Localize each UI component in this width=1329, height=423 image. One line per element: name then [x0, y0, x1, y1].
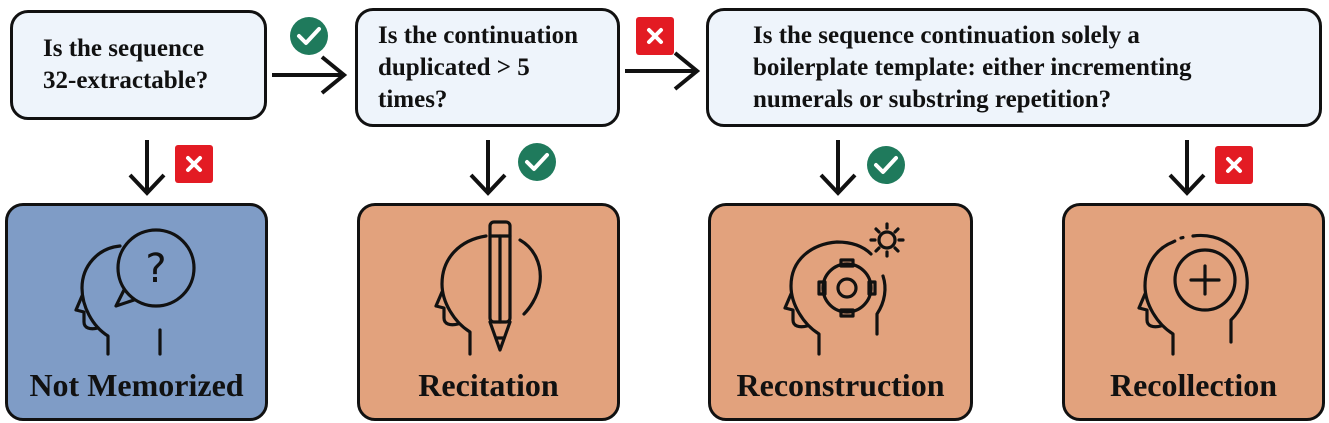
pencil-head-icon	[434, 220, 542, 356]
question-box-3: Is the sequence continuation solely a bo…	[706, 8, 1322, 127]
arrow-q1-down	[128, 140, 166, 196]
arrow-q3-down-left	[819, 140, 857, 196]
question-3-line-2: boilerplate template: either incrementin…	[753, 53, 1192, 81]
arrow-q1-to-q2	[272, 55, 348, 95]
question-head-icon: ?	[74, 228, 196, 356]
plus-head-icon	[1137, 233, 1249, 356]
arrow-q3-down-right	[1168, 140, 1206, 196]
category-not-memorized: ? Not Memorized	[5, 203, 268, 421]
question-3-line-1: Is the sequence continuation solely a	[753, 21, 1140, 49]
question-box-1: Is the sequence 32-extractable?	[10, 10, 267, 120]
question-2-line-3: times?	[378, 85, 448, 113]
arrow-q2-down	[469, 140, 507, 196]
category-label-not-memorized: Not Memorized	[29, 367, 244, 403]
category-recitation: Recitation	[357, 203, 620, 421]
arrow-q2-to-q3	[625, 51, 701, 91]
check-icon	[867, 146, 905, 184]
category-label-recitation: Recitation	[418, 367, 559, 403]
category-reconstruction: Reconstruction	[708, 203, 973, 421]
question-2-line-2: duplicated > 5	[378, 53, 530, 81]
svg-text:?: ?	[145, 246, 166, 292]
check-icon	[290, 17, 328, 55]
cross-icon	[636, 17, 674, 55]
check-icon	[518, 143, 556, 181]
cross-icon	[175, 145, 213, 183]
category-recollection: Recollection	[1062, 203, 1325, 421]
question-3-line-3: numerals or substring repetition?	[753, 85, 1112, 113]
gear-head-icon	[783, 222, 905, 356]
question-2-line-1: Is the continuation	[378, 21, 579, 49]
question-1-line-2: 32-extractable?	[43, 67, 209, 94]
category-label-reconstruction: Reconstruction	[736, 367, 945, 403]
question-1-line-1: Is the sequence	[43, 35, 205, 62]
cross-icon	[1215, 146, 1253, 184]
category-label-recollection: Recollection	[1109, 367, 1278, 403]
question-box-2: Is the continuation duplicated > 5 times…	[355, 8, 620, 127]
